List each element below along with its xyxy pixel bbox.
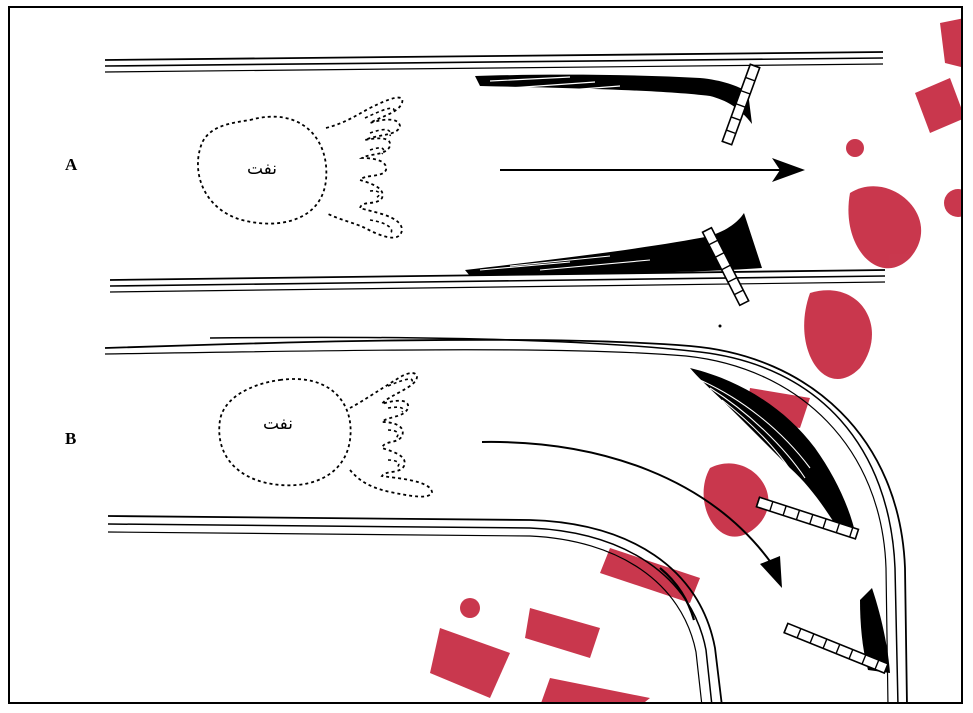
pipe-flow-diagram: A نفت [10,8,963,704]
panel-a: A نفت [65,52,885,305]
dispersed-oil-fingers-b [350,373,432,497]
pipe-a-bottom-wall-line [110,282,885,292]
diagram-frame: A نفت [8,6,963,704]
oil-deposit-top-a [475,75,752,124]
speck [719,325,722,328]
dispersed-oil-fingers-a [326,98,402,238]
pipe-a-bottom-wall-inner [110,276,885,286]
flow-arrow-icon [500,158,805,182]
panel-a-label: A [65,155,78,174]
panel-b-label: B [65,429,76,448]
dispersed-oil-lines-a [365,108,394,234]
oil-label-a: نفت [247,159,277,179]
pipe-b-inner-wall-1 [108,516,722,704]
watermark [430,18,963,704]
pipe-b-inner-wall-2 [108,524,712,704]
boom-top-a [722,64,759,144]
oil-label-b: نفت [263,414,293,434]
